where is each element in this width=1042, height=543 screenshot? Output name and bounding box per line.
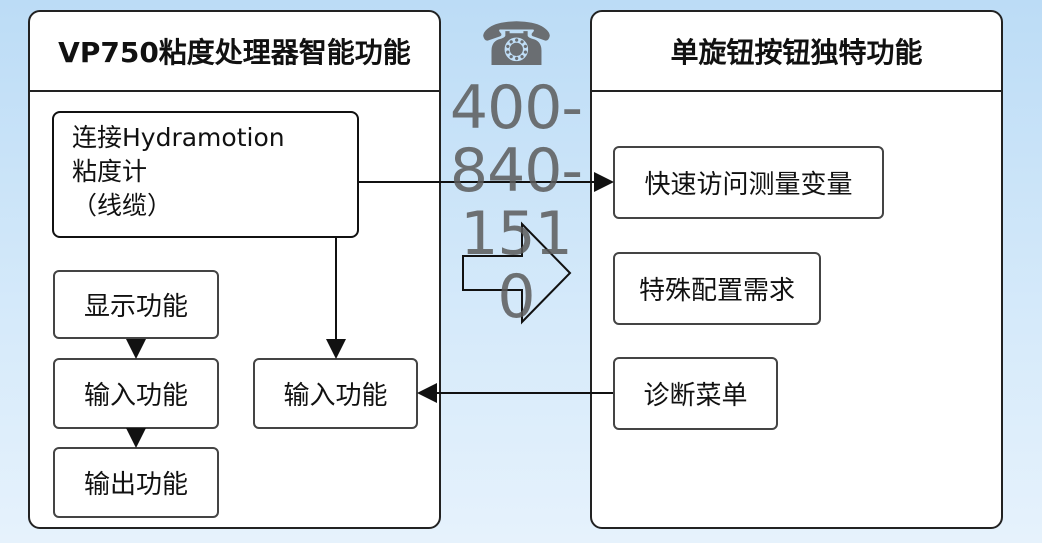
connect-viscometer-box: 连接Hydramotion 粘度计 （线缆）: [52, 111, 359, 238]
display-function-box: 显示功能: [53, 270, 219, 339]
special-config-box: 特殊配置需求: [613, 252, 821, 325]
phone-watermark: ☎ 400-840-1510: [442, 14, 590, 329]
left-panel: VP750粘度处理器智能功能: [28, 10, 441, 529]
quick-access-box: 快速访问测量变量: [613, 146, 884, 219]
diagnostic-menu-box: 诊断菜单: [613, 357, 778, 430]
connect-line-1: 连接Hydramotion: [72, 123, 285, 152]
phone-number: 400-840-1510: [449, 73, 583, 332]
connect-line-3: （线缆）: [72, 190, 173, 220]
input-function-mid-box: 输入功能: [253, 358, 418, 429]
left-panel-title: VP750粘度处理器智能功能: [30, 12, 439, 92]
output-function-box: 输出功能: [53, 447, 219, 518]
big-hollow-arrow: [462, 221, 572, 325]
connect-line-2: 粘度计: [72, 156, 148, 186]
input-function-box: 输入功能: [53, 358, 219, 429]
right-panel-title: 单旋钮按钮独特功能: [592, 12, 1001, 92]
telephone-icon: ☎: [479, 10, 554, 80]
